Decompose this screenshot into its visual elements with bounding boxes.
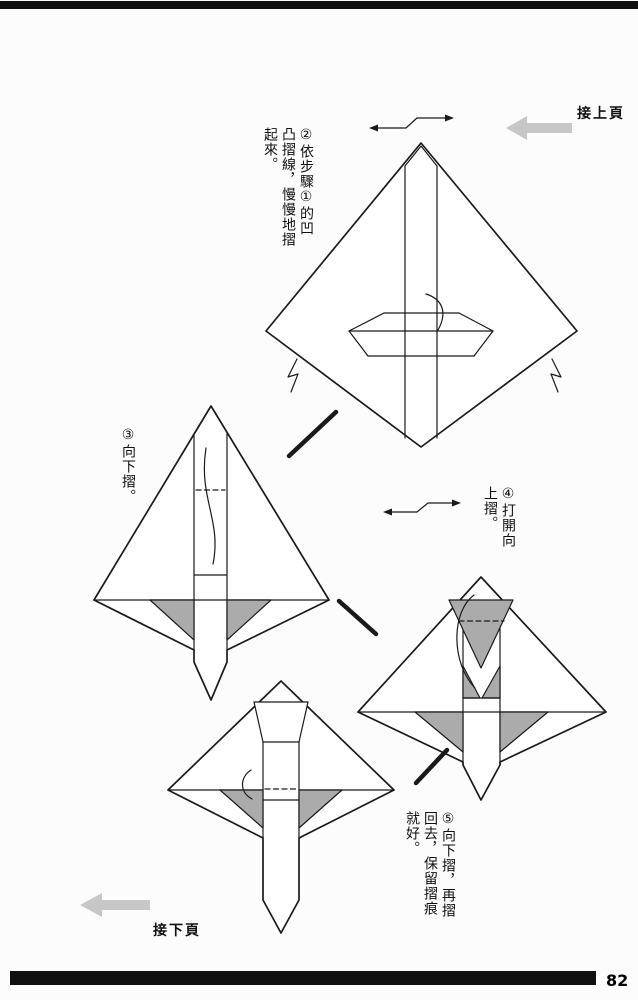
step4-figure	[357, 576, 607, 801]
page-number: 82	[606, 971, 629, 990]
step3-figure	[93, 405, 330, 701]
crease-line	[348, 330, 369, 357]
step5-paper-outline	[167, 680, 395, 934]
open-up-arrow	[456, 594, 476, 689]
step2-figure	[265, 142, 578, 448]
step3-to-step4-arrow	[336, 598, 379, 637]
next-page-label: 接下頁	[153, 923, 201, 939]
step4-paper-outline	[357, 576, 607, 801]
turn-symbol-mid-icon	[383, 499, 461, 516]
swing-arrow-right-icon	[550, 358, 562, 393]
crease-line	[458, 312, 494, 332]
zigzag-right-arrowhead	[452, 499, 461, 507]
shaded-flap-right	[499, 711, 549, 753]
turn-symbol-top-icon	[369, 114, 454, 132]
zigzag-right-arrowhead	[445, 114, 454, 122]
page-bottom-edge	[10, 971, 596, 985]
page-top-edge	[0, 1, 638, 9]
fold-up-arrow	[425, 293, 444, 331]
step2-instruction: ②依步驟①的凹凸摺線，慢慢地摺起來。	[262, 127, 314, 247]
next-page-arrow-icon	[80, 893, 150, 917]
prev-page-arrow-icon	[506, 116, 572, 140]
step3-instruction: ③向下摺。	[120, 427, 136, 504]
step5-figure	[167, 680, 395, 934]
prev-page-label: 接上頁	[577, 106, 625, 122]
fold-and-unfold-arrow	[241, 769, 253, 800]
shaded-flap-right	[298, 789, 343, 829]
crease-line	[473, 330, 494, 357]
step2-paper-outline	[265, 142, 578, 448]
shaded-flap-left	[149, 599, 195, 641]
opened-flap-triangle	[448, 599, 514, 669]
flattened-flap	[253, 701, 309, 743]
step4-to-step5-arrow	[413, 747, 450, 786]
fold-down-arrow	[203, 447, 216, 565]
step3-paper-outline	[93, 405, 330, 701]
crease-line	[348, 312, 385, 332]
zigzag-line	[377, 117, 446, 129]
step4-instruction: ④打開向上摺。	[482, 486, 516, 548]
step2-to-step3-arrow	[286, 409, 339, 459]
crease-line	[404, 145, 438, 167]
swing-arrow-left-icon	[287, 358, 299, 393]
zigzag-left-arrowhead	[383, 508, 392, 516]
step5-instruction: ⑤向下摺，再摺回去，保留摺痕就好。	[404, 811, 456, 918]
zigzag-line	[391, 502, 453, 513]
diagram-art	[80, 114, 607, 934]
shaded-flap-left	[414, 711, 464, 753]
shaded-flap-right	[226, 599, 272, 641]
zigzag-left-arrowhead	[369, 124, 378, 132]
